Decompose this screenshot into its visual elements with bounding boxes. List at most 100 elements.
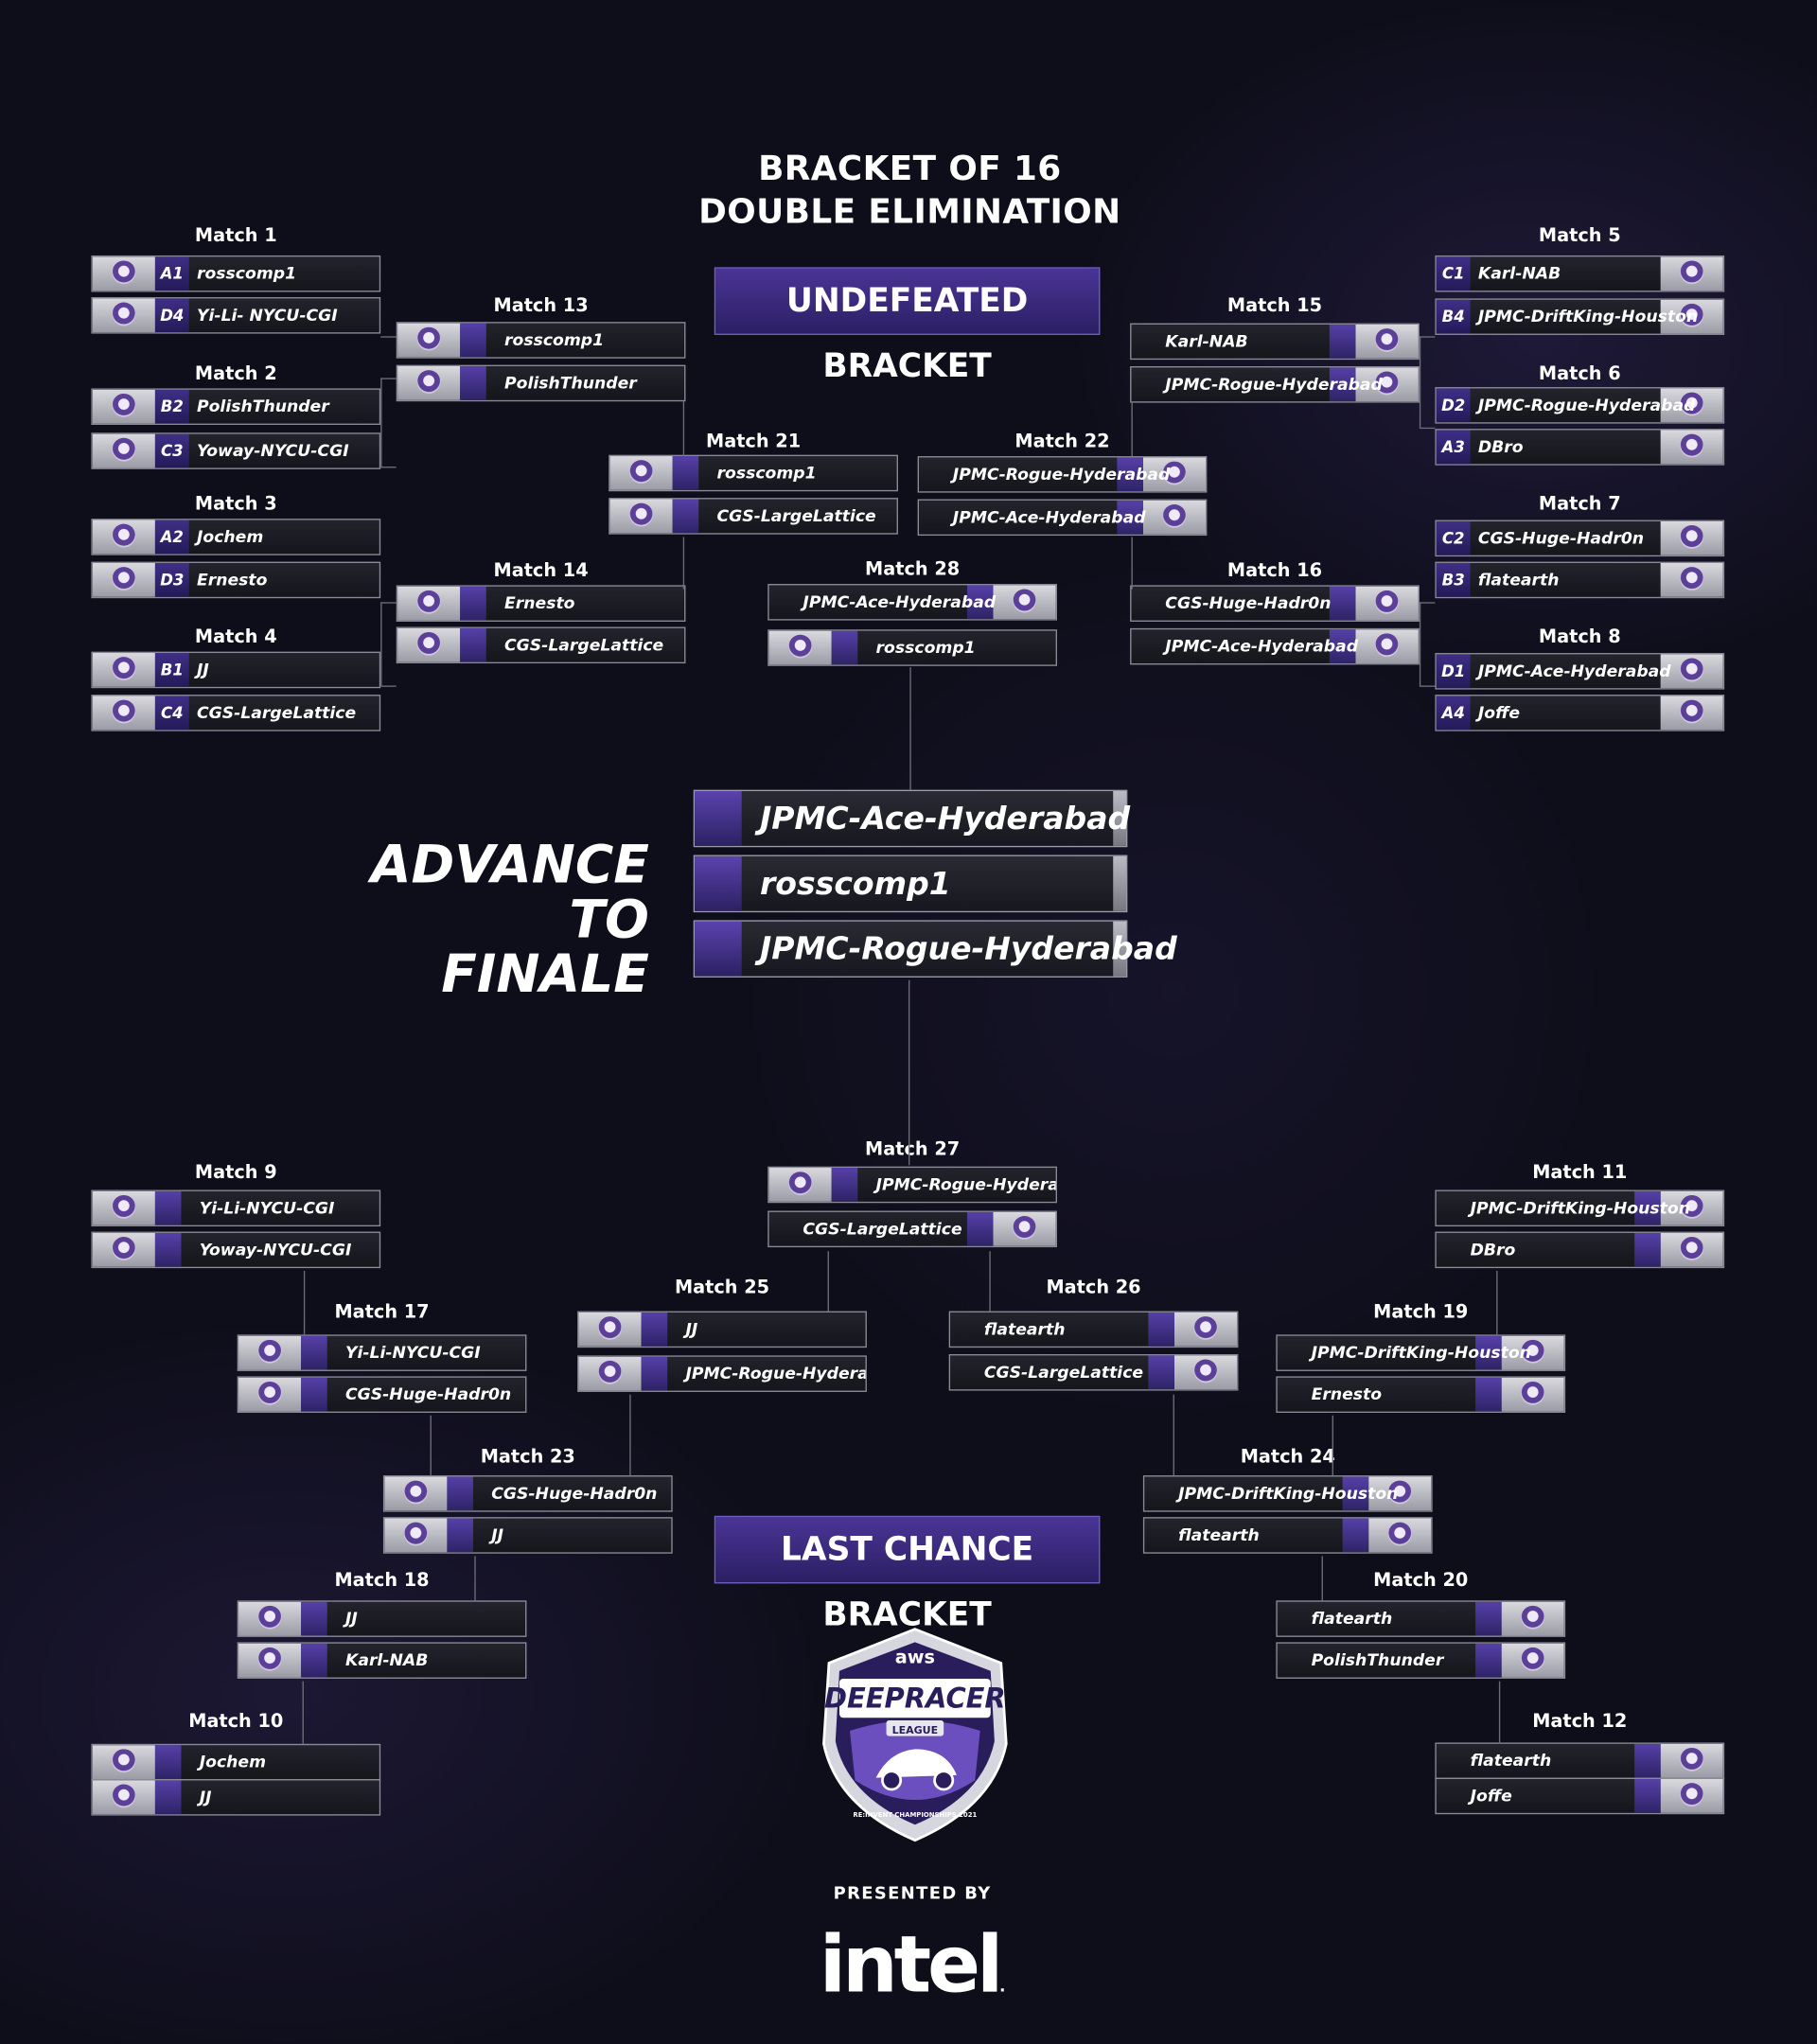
slot-tab bbox=[1329, 324, 1356, 359]
deepracer-badge-icon bbox=[1660, 1232, 1723, 1267]
bracket-connector bbox=[380, 378, 397, 379]
slot-tab bbox=[1475, 1335, 1502, 1370]
bracket-connector bbox=[1419, 336, 1436, 338]
deepracer-badge-icon bbox=[1501, 1643, 1564, 1678]
deepracer-badge-icon bbox=[768, 630, 832, 665]
advance-line-2: TO FINALE bbox=[441, 890, 649, 1005]
deepracer-badge-icon bbox=[1501, 1335, 1564, 1370]
slot-tab bbox=[301, 1601, 327, 1636]
team-name: Karl-NAB bbox=[344, 1649, 429, 1670]
team-entry: PolishThunder bbox=[396, 364, 686, 402]
match-label: Match 8 bbox=[1538, 626, 1621, 648]
slot-tab bbox=[1148, 1355, 1174, 1390]
match-label: Match 7 bbox=[1538, 493, 1621, 516]
slot-tab bbox=[1329, 367, 1356, 402]
team-entry: JJ bbox=[577, 1311, 867, 1348]
slot-tab bbox=[154, 1190, 182, 1225]
championship-ring-text: RE:INVENT CHAMPIONSHIPS 2021 bbox=[853, 1811, 977, 1819]
bracket-connector bbox=[1131, 537, 1133, 590]
slot-tab bbox=[1475, 1601, 1502, 1636]
team-name: CGS-Huge-Hadr0n bbox=[344, 1383, 512, 1404]
bracket-connector bbox=[1321, 1556, 1323, 1601]
deepracer-badge-icon bbox=[1142, 500, 1207, 535]
deepracer-badge-icon bbox=[1660, 430, 1723, 465]
match-label: Match 24 bbox=[1240, 1446, 1335, 1468]
team-entry: PolishThunder bbox=[1276, 1642, 1566, 1679]
deepracer-badge-icon bbox=[92, 562, 155, 597]
team-name: JPMC-DriftKing-Houston bbox=[1311, 1342, 1531, 1363]
deepracer-badge-icon bbox=[578, 1312, 642, 1347]
deepracer-badge-icon bbox=[1501, 1377, 1564, 1412]
match-label: Match 17 bbox=[334, 1301, 430, 1323]
deepracer-badge-icon bbox=[238, 1601, 302, 1636]
team-name: JPMC-Rogue-Hyderabad bbox=[952, 464, 1171, 484]
team-name: JPMC-Rogue-Hyderabad bbox=[1165, 374, 1383, 394]
seed-badge: C3 bbox=[154, 433, 189, 468]
team-name: JPMC-DriftKing-Houston bbox=[1477, 306, 1699, 326]
team-name: Yoway-NYCU-CGI bbox=[199, 1239, 352, 1260]
team-entry: rosscomp1 bbox=[767, 629, 1057, 666]
team-name: JPMC-Rogue-Hyderabad bbox=[1477, 395, 1696, 414]
deepracer-badge-icon bbox=[1501, 1601, 1564, 1636]
slot-tab bbox=[460, 627, 486, 662]
finalist-name: JPMC-Ace-Hyderabad bbox=[759, 800, 1131, 837]
bracket-connector bbox=[989, 1251, 991, 1312]
team-entry: Yoway-NYCU-CGI bbox=[91, 1231, 381, 1269]
team-name: rosscomp1 bbox=[196, 263, 297, 283]
deepracer-badge-icon bbox=[238, 1335, 302, 1370]
seed-badge: C4 bbox=[154, 696, 189, 731]
slot-tab bbox=[641, 1356, 668, 1391]
bracket-connector bbox=[1332, 1415, 1333, 1476]
team-name: CGS-Huge-Hadr0n bbox=[491, 1483, 658, 1504]
team-name: flatearth bbox=[983, 1318, 1066, 1339]
deepracer-badge-icon bbox=[92, 520, 155, 555]
title-line-2: DOUBLE ELIMINATION bbox=[698, 192, 1121, 233]
seed-badge: C2 bbox=[1436, 520, 1471, 555]
seed-badge: D1 bbox=[1436, 654, 1471, 689]
team-entry: rosscomp1 bbox=[609, 454, 898, 492]
deepracer-badge-icon bbox=[1660, 299, 1723, 334]
deepracer-badge-icon bbox=[92, 389, 155, 424]
slot-tab bbox=[1342, 1476, 1369, 1511]
team-name: flatearth bbox=[1470, 1750, 1552, 1771]
bracket-connector bbox=[908, 979, 910, 1166]
match-label: Match 15 bbox=[1226, 295, 1323, 317]
match-label: Match 28 bbox=[865, 558, 961, 580]
deepracer-badge-icon bbox=[397, 323, 461, 358]
team-entry: Ernesto bbox=[396, 585, 686, 622]
deepracer-badge-icon bbox=[1660, 696, 1723, 731]
team-name: JPMC-DriftKing-Houston bbox=[1178, 1483, 1399, 1504]
team-entry: flatearth bbox=[1435, 1742, 1725, 1780]
seed-badge: A2 bbox=[154, 520, 189, 555]
team-name: Yi-Li- NYCU-CGI bbox=[196, 305, 338, 325]
match-label: Match 16 bbox=[1226, 560, 1323, 582]
bracket-connector bbox=[1496, 1270, 1498, 1336]
deepracer-badge-icon bbox=[1660, 1190, 1723, 1225]
team-entry: CGS-Huge-Hadr0n bbox=[237, 1376, 527, 1413]
team-entry: CGS-Huge-Hadr0n bbox=[1130, 585, 1420, 622]
team-entry: flatearth bbox=[948, 1311, 1239, 1348]
deepracer-badge-icon bbox=[1173, 1312, 1238, 1347]
match-label: Match 11 bbox=[1532, 1162, 1628, 1184]
team-name: JPMC-Rogue-Hyderabad bbox=[875, 1173, 1057, 1194]
deepracer-badge-icon bbox=[1355, 324, 1419, 359]
team-entry: Jochem bbox=[91, 1743, 381, 1781]
finalist-name: rosscomp1 bbox=[759, 865, 951, 903]
undefeated-bracket-banner: UNDEFEATED BRACKET bbox=[714, 267, 1101, 384]
slot-tab bbox=[1634, 1743, 1661, 1778]
deepracer-badge-icon bbox=[92, 1745, 155, 1780]
team-entry: flatearth bbox=[1276, 1600, 1566, 1637]
deepracer-badge-icon bbox=[1173, 1355, 1238, 1390]
team-name: JPMC-Rogue-Hyderabad bbox=[685, 1363, 867, 1383]
deepracer-badge-icon bbox=[397, 366, 461, 400]
deepracer-badge-icon bbox=[1355, 629, 1419, 664]
team-entry: CGS-LargeLattice bbox=[396, 626, 686, 664]
bracket-connector bbox=[827, 1251, 829, 1312]
bracket-connector bbox=[1131, 401, 1133, 457]
team-name: JJ bbox=[199, 1787, 212, 1806]
team-entry: JPMC-Rogue-Hyderabad bbox=[767, 1166, 1057, 1204]
slot-tab bbox=[447, 1476, 473, 1511]
deepracer-badge-icon bbox=[238, 1643, 302, 1678]
